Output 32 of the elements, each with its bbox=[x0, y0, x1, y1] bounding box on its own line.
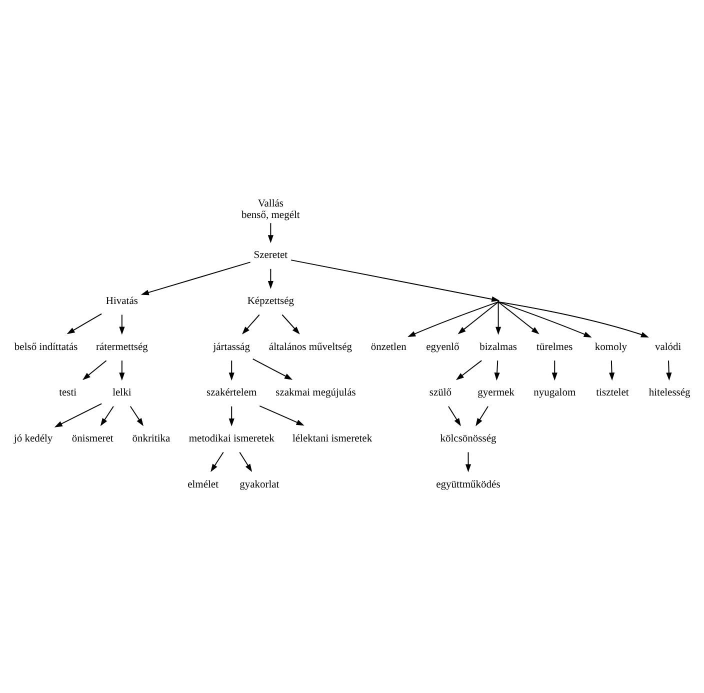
node-text: jártasság bbox=[213, 341, 250, 352]
node-text: metodikai ismeretek bbox=[188, 432, 274, 444]
node-text: lelki bbox=[112, 387, 132, 398]
node-text: gyermek bbox=[478, 387, 514, 398]
node-text: együttműködés bbox=[436, 478, 500, 490]
node-text: bizalmas bbox=[480, 341, 517, 352]
node-text: szakmai megújulás bbox=[276, 387, 356, 398]
node-text: önzetlen bbox=[370, 341, 406, 352]
node-text: hitelesség bbox=[648, 387, 690, 398]
node-text: Szeretet bbox=[254, 250, 288, 261]
node-text: önkritika bbox=[132, 432, 170, 444]
node-text: gyakorlat bbox=[240, 478, 280, 490]
node-text: lélektani ismeretek bbox=[292, 432, 372, 444]
node-text: önismeret bbox=[72, 432, 114, 444]
node-text: belső indíttatás bbox=[14, 341, 78, 352]
node-text: jó kedély bbox=[14, 432, 53, 444]
node-text: tisztelet bbox=[596, 387, 629, 398]
node-text: rátermettség bbox=[96, 341, 148, 352]
node-text: nyugalom bbox=[534, 387, 576, 398]
node-text: valódi bbox=[654, 341, 682, 352]
node-text: kölcsönösség bbox=[440, 432, 496, 444]
node-text: Vallás benső, megélt bbox=[242, 198, 300, 220]
node-text: szülő bbox=[429, 387, 452, 398]
node-text: általános műveltség bbox=[268, 341, 352, 352]
node-text: szakértelem bbox=[206, 387, 257, 398]
node-text: testi bbox=[59, 387, 77, 398]
node-text: Hivatás bbox=[106, 295, 138, 306]
node-text: egyenlő bbox=[426, 341, 460, 352]
node-text: türelmes bbox=[536, 341, 573, 352]
node-text: Képzettség bbox=[247, 295, 294, 306]
node-text: elmélet bbox=[188, 478, 219, 490]
node-text: komoly bbox=[594, 341, 628, 352]
